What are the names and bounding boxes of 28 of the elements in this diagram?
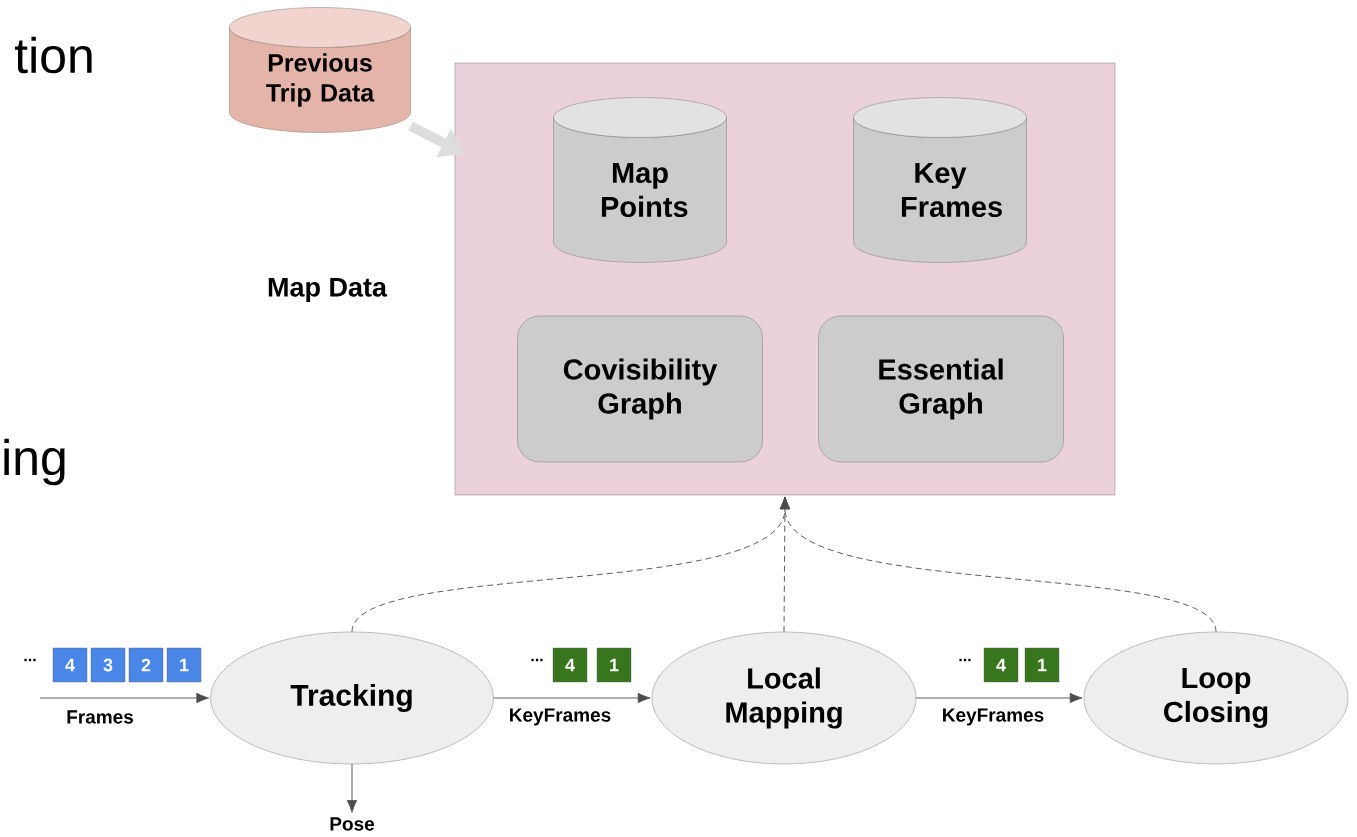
- arrow: [346, 763, 358, 813]
- edge-label: Frames: [65, 709, 135, 725]
- frame-square: 1: [166, 647, 202, 683]
- frame-square: 4: [983, 647, 1019, 683]
- frame-square: 3: [90, 647, 126, 683]
- ellipsis: ...: [531, 658, 543, 662]
- frame-square: 4: [52, 647, 88, 683]
- arrow: [39, 692, 210, 704]
- frame-square: 4: [552, 647, 588, 683]
- arrow: [915, 692, 1083, 704]
- frame-square: 1: [596, 647, 632, 683]
- cut-off-text: ing: [4, 438, 65, 486]
- database-cylinder: Previous Trip Data: [229, 7, 411, 133]
- arrow: [493, 692, 651, 704]
- rounded-box: Covisibility Graph: [517, 315, 763, 463]
- database-cylinder: Map Points: [553, 97, 727, 263]
- node-label: Map Data: [268, 277, 388, 303]
- frame-square: 2: [128, 647, 164, 683]
- cut-off-text: tion: [14, 36, 92, 74]
- rounded-box: Essential Graph: [818, 315, 1064, 463]
- frame-square: 1: [1024, 647, 1060, 683]
- dashed-arrow: [779, 496, 1217, 633]
- database-cylinder: Key Frames: [853, 97, 1027, 263]
- edge-label: KeyFrames: [940, 707, 1046, 727]
- edge-label: KeyFrames: [507, 707, 613, 727]
- ellipsis: ...: [959, 658, 971, 662]
- output-label: Pose: [330, 817, 375, 831]
- ellipsis: ...: [24, 658, 36, 662]
